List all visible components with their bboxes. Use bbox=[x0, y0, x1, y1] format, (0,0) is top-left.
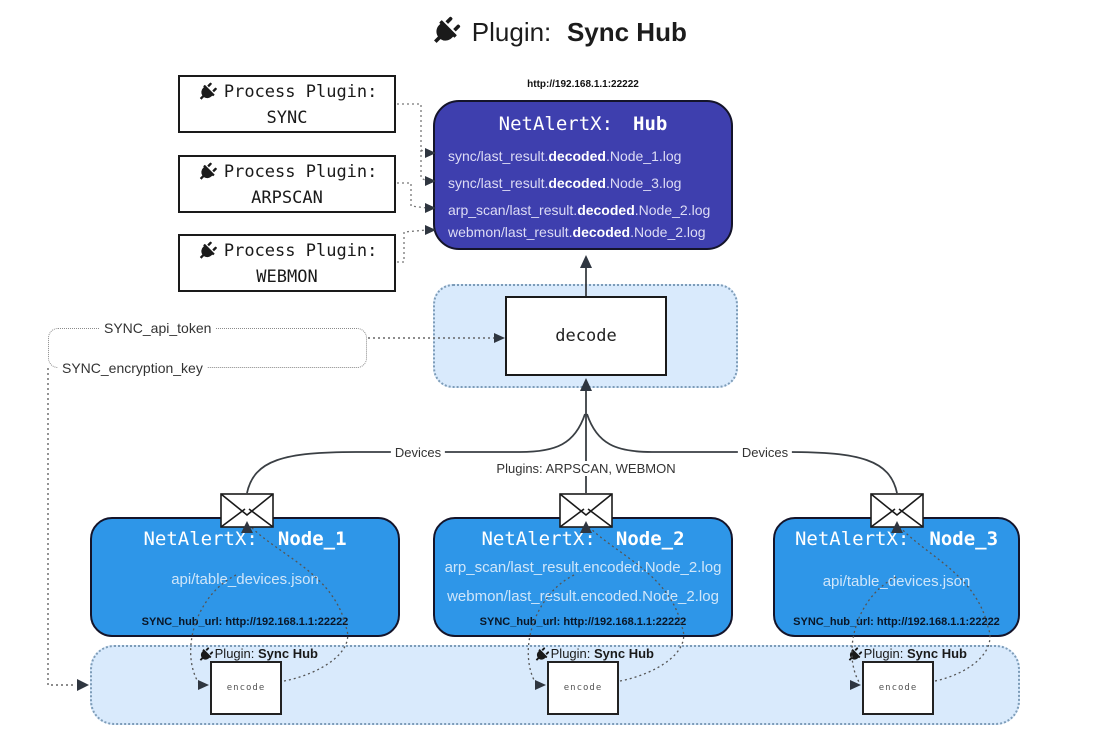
node-box-node-3: NetAlertX: Node_3 api/table_devices.json… bbox=[773, 517, 1020, 637]
edge-label-devices-left: Devices bbox=[390, 445, 446, 460]
plug-icon bbox=[191, 239, 220, 268]
hub-box: NetAlertX: Hub sync/last_result.decoded.… bbox=[433, 100, 733, 250]
node-hub-url: SYNC_hub_url: http://192.168.1.1:22222 bbox=[479, 616, 687, 628]
hub-title-prefix: NetAlertX: bbox=[498, 113, 614, 135]
hub-log-line: arp_scan/last_result.decoded.Node_2.log bbox=[448, 202, 711, 218]
api-token-label: SYNC_api_token bbox=[100, 320, 216, 336]
title-prefix: Plugin: bbox=[471, 17, 552, 47]
edge-keys-to-encode-panel bbox=[47, 368, 76, 686]
plug-icon bbox=[421, 12, 465, 56]
process-plugin-name: SYNC bbox=[266, 108, 308, 128]
plug-icon bbox=[191, 160, 220, 189]
process-plugin-box-webmon: Process Plugin: WEBMON bbox=[178, 234, 396, 292]
encode-box: encode bbox=[210, 661, 282, 715]
node-title: NetAlertX: Node_3 bbox=[794, 528, 999, 550]
node-hub-url: SYNC_hub_url: http://192.168.1.1:22222 bbox=[793, 616, 1000, 628]
hub-log-line: sync/last_result.decoded.Node_3.log bbox=[448, 175, 682, 191]
encryption-key-label: SYNC_encryption_key bbox=[58, 360, 207, 376]
node-file: arp_scan/last_result.encoded.Node_2.log bbox=[444, 559, 722, 576]
process-plugin-box-sync: Process Plugin: SYNC bbox=[178, 75, 396, 133]
hub-url-label: http://192.168.1.1:22222 bbox=[527, 79, 639, 90]
encode-box: encode bbox=[862, 661, 934, 715]
node-file: api/table_devices.json bbox=[171, 571, 319, 588]
page-title: Plugin: Sync Hub bbox=[0, 16, 1117, 52]
title-name: Sync Hub bbox=[566, 17, 687, 47]
decode-box: decode bbox=[505, 296, 667, 376]
node-box-node-1: NetAlertX: Node_1 api/table_devices.json… bbox=[90, 517, 400, 637]
process-plugin-label: Process Plugin: bbox=[223, 241, 378, 261]
process-plugin-name: WEBMON bbox=[256, 267, 318, 287]
edge-label-devices-right: Devices bbox=[737, 445, 793, 460]
node-file: webmon/last_result.encoded.Node_2.log bbox=[447, 588, 719, 605]
process-plugin-box-arpscan: Process Plugin: ARPSCAN bbox=[178, 155, 396, 213]
hub-title: NetAlertX: Hub bbox=[435, 113, 731, 135]
node-hub-url: SYNC_hub_url: http://192.168.1.1:22222 bbox=[141, 616, 349, 628]
node-title: NetAlertX: Node_2 bbox=[481, 528, 685, 550]
edge-plugins-to-hub bbox=[397, 103, 428, 263]
plug-icon bbox=[191, 80, 220, 109]
node-file: api/table_devices.json bbox=[822, 573, 971, 590]
node-box-node-2: NetAlertX: Node_2 arp_scan/last_result.e… bbox=[433, 517, 733, 637]
node-title: NetAlertX: Node_1 bbox=[143, 528, 347, 550]
process-plugin-label: Process Plugin: bbox=[223, 162, 378, 182]
edge-label-plugins: Plugins: ARPSCAN, WEBMON bbox=[492, 461, 680, 476]
hub-log-line: webmon/last_result.decoded.Node_2.log bbox=[448, 224, 706, 240]
hub-title-name: Hub bbox=[633, 113, 668, 135]
process-plugin-label: Process Plugin: bbox=[223, 82, 378, 102]
process-plugin-name: ARPSCAN bbox=[251, 188, 323, 208]
hub-log-line: sync/last_result.decoded.Node_1.log bbox=[448, 148, 682, 164]
encode-box: encode bbox=[547, 661, 619, 715]
